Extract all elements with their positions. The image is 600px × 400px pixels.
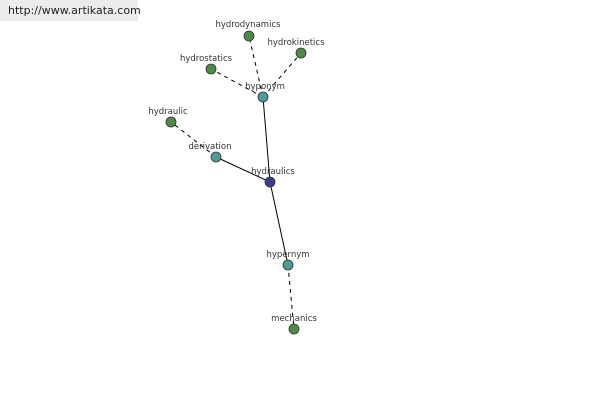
source-link[interactable]: http://www.artikata.com bbox=[8, 4, 141, 17]
node-label-mechanics: mechanics bbox=[271, 314, 317, 324]
node-hyponym[interactable] bbox=[257, 91, 269, 103]
node-label-hydrokinetics: hydrokinetics bbox=[267, 38, 325, 48]
node-derivation[interactable] bbox=[210, 151, 222, 163]
node-hydrodynamics[interactable] bbox=[243, 30, 255, 42]
edges-layer bbox=[170, 35, 302, 330]
node-label-derivation: derivation bbox=[188, 142, 231, 152]
node-label-hydrostatics: hydrostatics bbox=[180, 54, 233, 64]
source-banner: http://www.artikata.com bbox=[0, 0, 141, 21]
edge-hydraulics-hypernym bbox=[269, 181, 289, 266]
node-mechanics[interactable] bbox=[288, 323, 300, 335]
edge-hydraulics-derivation bbox=[215, 156, 271, 183]
node-hydrokinetics[interactable] bbox=[295, 47, 307, 59]
node-label-hydraulics: hydraulics bbox=[251, 167, 295, 177]
node-hypernym[interactable] bbox=[282, 259, 294, 271]
edge-hyponym-hydrokinetics bbox=[262, 52, 302, 98]
edge-hypernym-mechanics bbox=[287, 264, 295, 330]
node-label-hyponym: hyponym bbox=[245, 82, 285, 92]
node-label-hypernym: hypernym bbox=[266, 250, 309, 260]
edge-hyponym-hydrodynamics bbox=[248, 35, 264, 98]
node-label-hydraulic: hydraulic bbox=[148, 107, 188, 117]
node-label-hydrodynamics: hydrodynamics bbox=[215, 20, 281, 30]
node-hydraulics[interactable] bbox=[264, 176, 276, 188]
edge-hydraulics-hyponym bbox=[262, 96, 271, 183]
labels-layer: hydraulics hyponym derivation hypernym hydro… bbox=[148, 20, 325, 324]
nodes-layer bbox=[165, 30, 307, 335]
node-hydraulic[interactable] bbox=[165, 116, 177, 128]
edge-derivation-hydraulic bbox=[170, 121, 217, 158]
node-hydrostatics[interactable] bbox=[205, 63, 217, 75]
edge-hyponym-hydrostatics bbox=[210, 68, 264, 98]
